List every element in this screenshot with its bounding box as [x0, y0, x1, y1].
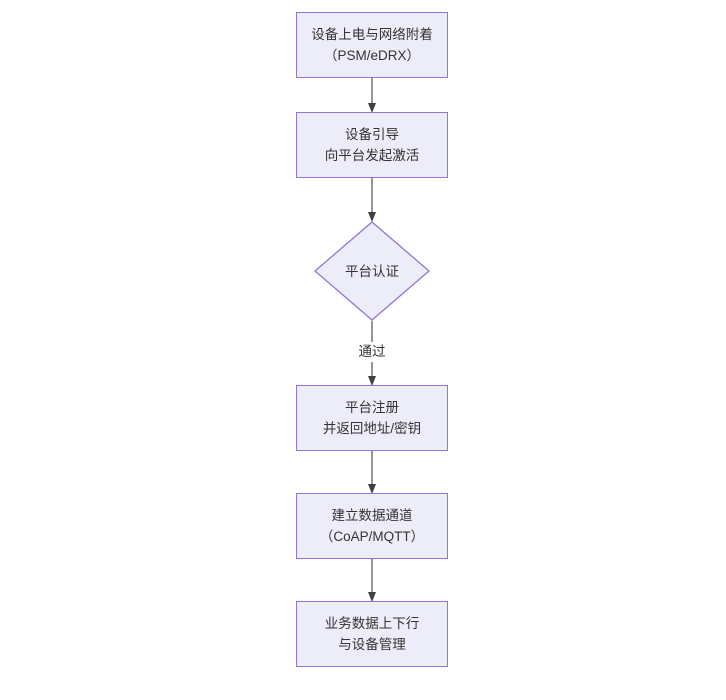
node-n3-line-1: 平台认证	[345, 263, 399, 279]
node-n3[interactable]: 平台认证	[314, 221, 430, 321]
node-n4-line-2: 并返回地址/密钥	[322, 421, 422, 436]
node-n1-line-1: 设备上电与网络附着	[311, 27, 433, 42]
node-n6[interactable]: 业务数据上下行与设备管理	[296, 601, 448, 667]
node-n1[interactable]: 设备上电与网络附着 （PSM/eDRX）	[296, 12, 448, 78]
node-n5[interactable]: 建立数据通道 （CoAP/MQTT）	[296, 493, 448, 559]
node-n6-line-2: 与设备管理	[338, 637, 406, 652]
node-n2-line-1: 设备引导	[345, 127, 399, 142]
node-n5-line-2: （CoAP/MQTT）	[319, 529, 425, 544]
node-n1-line-2: （PSM/eDRX）	[323, 48, 421, 63]
node-n2[interactable]: 设备引导向平台发起激活	[296, 112, 448, 178]
node-n4-line-1: 平台注册	[345, 400, 399, 415]
node-n2-line-2: 向平台发起激活	[324, 148, 420, 163]
node-n5-line-1: 建立数据通道	[331, 508, 413, 523]
edge-label-e3: 通过	[355, 342, 389, 362]
node-n4[interactable]: 平台注册并返回地址/密钥	[296, 385, 448, 451]
diamond-shape	[314, 221, 430, 321]
node-n6-line-1: 业务数据上下行	[324, 616, 420, 631]
